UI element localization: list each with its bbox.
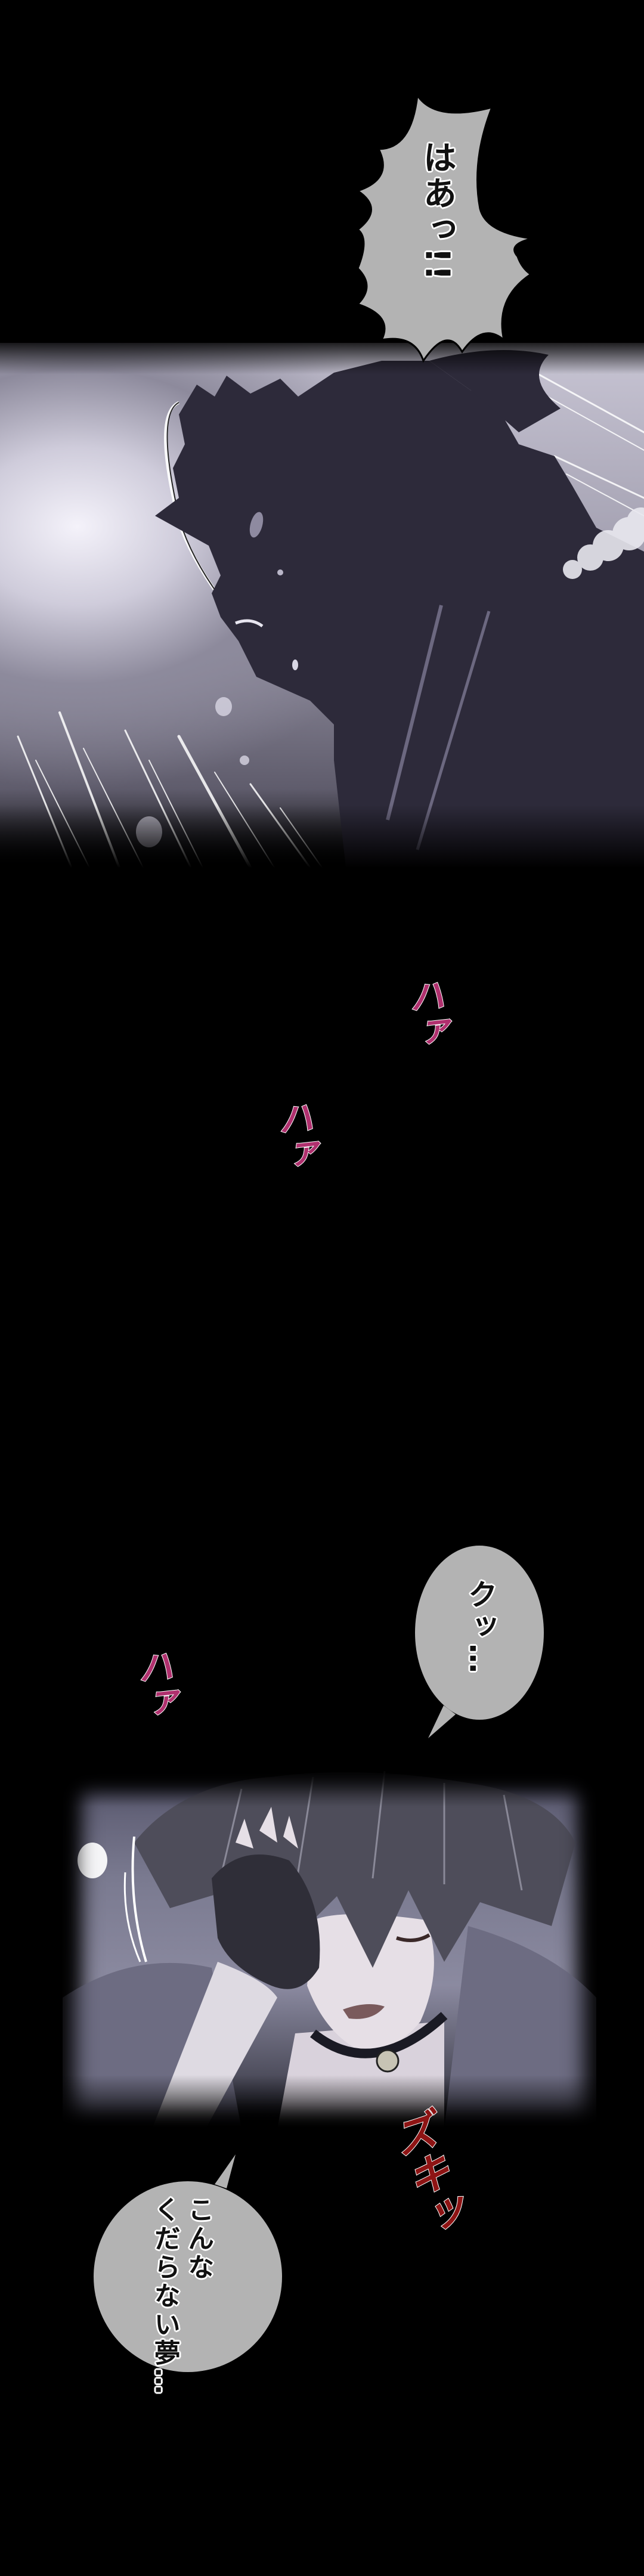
- oval-bubble-shape: [94, 2154, 282, 2372]
- speech-bubble-ku: クッ…: [414, 1544, 551, 1741]
- speech-bubble-dream: こんな くだらない夢…: [92, 2151, 289, 2397]
- bubble-text-gasp: はあっ!!: [417, 140, 457, 283]
- bubble-text-dream-line1: こんな: [183, 2196, 214, 2282]
- speed-lines: [17, 366, 644, 868]
- breath-puff: [563, 507, 644, 579]
- panel-headache: [63, 1771, 596, 2129]
- sfx-haa-1: ハァ: [400, 976, 450, 1052]
- oval-bubble-shape: [415, 1546, 544, 1738]
- bubble-text-dream: こんな くだらない夢…: [149, 2196, 214, 2397]
- speech-bubble-gasp: はあっ!!: [358, 89, 537, 364]
- spiky-bubble-shape: [358, 92, 532, 363]
- sfx-haa-3: ハァ: [129, 1646, 179, 1723]
- bubble-text-ku: クッ…: [463, 1579, 498, 1676]
- silhouette-illustration: [17, 350, 644, 868]
- panel-silhouette-gasp: [0, 343, 644, 868]
- sfx-haa-2: ハァ: [269, 1098, 319, 1175]
- bubble-text-dream-line2: くだらない夢…: [149, 2196, 180, 2397]
- headache-illustration: [63, 1771, 596, 2129]
